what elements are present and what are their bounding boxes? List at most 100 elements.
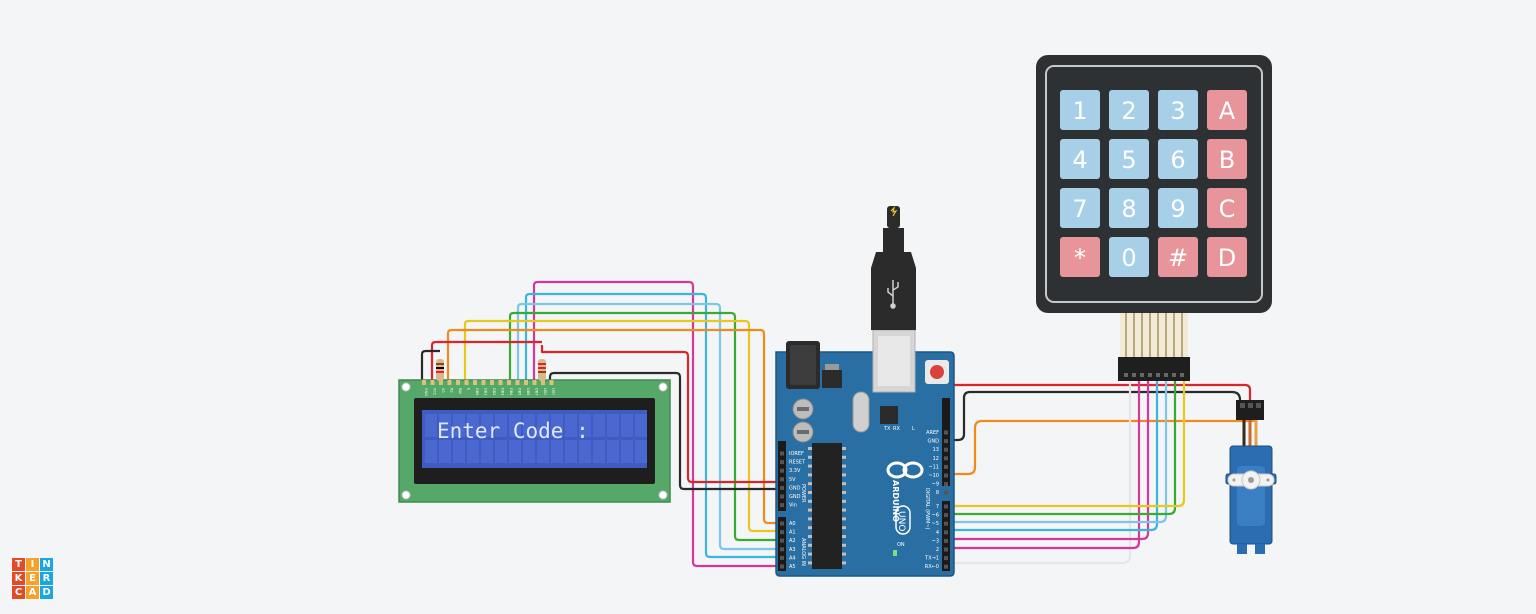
header-pin[interactable]	[944, 564, 948, 569]
usb-cable[interactable]	[871, 206, 916, 330]
header-pin[interactable]	[780, 547, 784, 552]
servo-motor[interactable]	[1225, 400, 1277, 554]
header-pin[interactable]	[780, 538, 784, 543]
lcd-pin[interactable]	[507, 380, 511, 385]
wire-black-lcd-gnd[interactable]	[420, 349, 778, 491]
lcd-pin[interactable]	[498, 380, 503, 385]
wire-keypad-5[interactable]	[948, 380, 1168, 524]
key-2[interactable]: 2	[1109, 90, 1149, 130]
wire-black-servo[interactable]	[947, 390, 1242, 442]
header-pin[interactable]	[944, 464, 948, 469]
key-3[interactable]: 3	[1158, 90, 1198, 130]
pin-label: A1	[789, 530, 796, 536]
header-pin[interactable]	[944, 547, 948, 552]
wire-keypad-4[interactable]	[948, 380, 1159, 532]
header-pin[interactable]	[944, 530, 948, 535]
header-pin[interactable]	[780, 521, 784, 526]
header-pin[interactable]	[780, 468, 784, 473]
resistor-left[interactable]	[436, 359, 444, 381]
lcd-pin[interactable]	[430, 380, 435, 385]
header-pin[interactable]	[780, 555, 784, 560]
header-pin[interactable]	[780, 503, 784, 508]
pin-label: ~11	[928, 464, 939, 470]
header-pin[interactable]	[780, 485, 784, 490]
lcd-pin[interactable]	[481, 380, 486, 385]
lcd-pin[interactable]	[532, 380, 537, 385]
lcd-pin[interactable]	[456, 380, 460, 385]
key-6[interactable]: 6	[1158, 139, 1198, 179]
wire-red-lcd[interactable]	[430, 340, 542, 381]
lcd-cell	[607, 414, 619, 437]
wire-lightblue-lcd[interactable]	[516, 302, 778, 551]
wire-keypad-7[interactable]	[948, 380, 1186, 508]
lcd-cell	[509, 414, 521, 437]
servo-horn[interactable]	[1227, 470, 1275, 490]
wire-keypad-1[interactable]	[948, 380, 1132, 565]
logo-letter: I	[26, 558, 39, 571]
key-4[interactable]: 4	[1060, 139, 1100, 179]
wire-magenta-lcd[interactable]	[532, 280, 778, 568]
key-hash[interactable]: #	[1158, 237, 1198, 277]
header-pin[interactable]	[780, 494, 784, 499]
wire-yellow-lcd[interactable]	[463, 319, 778, 533]
header-pin[interactable]	[944, 504, 948, 509]
resistor-right[interactable]	[538, 359, 546, 381]
key-d[interactable]: D	[1207, 237, 1247, 277]
key-5[interactable]: 5	[1109, 139, 1149, 179]
key-1[interactable]: 1	[1060, 90, 1100, 130]
header-pin[interactable]	[944, 456, 948, 461]
header-pin[interactable]	[944, 482, 948, 487]
key-7[interactable]: 7	[1060, 188, 1100, 228]
lcd-pin[interactable]	[515, 380, 520, 385]
header-pin[interactable]	[944, 473, 948, 478]
key-a[interactable]: A	[1207, 90, 1247, 130]
header-pin[interactable]	[944, 430, 948, 435]
wire-keypad-6[interactable]	[948, 380, 1177, 516]
header-pin[interactable]	[944, 513, 948, 518]
header-pin[interactable]	[944, 490, 948, 495]
wire-cyan-lcd[interactable]	[524, 292, 778, 559]
key-b[interactable]: B	[1207, 139, 1247, 179]
pin-label: GND	[928, 439, 940, 445]
wire-keypad-3[interactable]	[948, 380, 1150, 541]
lcd-pin[interactable]	[473, 380, 477, 385]
header-pin[interactable]	[944, 439, 948, 444]
lcd-pin[interactable]	[541, 380, 545, 385]
header-pin[interactable]	[780, 460, 784, 465]
lcd-pin[interactable]	[439, 380, 443, 385]
arduino-uno-board[interactable]: IOREFRESET3.3V5VGNDGNDVinA0A1A2A3A4A5ARE…	[775, 329, 955, 577]
key-label: 8	[1121, 195, 1136, 223]
key-label: #	[1168, 244, 1188, 272]
lcd-pin[interactable]	[447, 380, 452, 385]
lcd-cell	[551, 440, 563, 463]
pin-label: ~9	[932, 482, 939, 488]
lcd-pin[interactable]	[490, 380, 494, 385]
header-pin[interactable]	[944, 556, 948, 561]
lcd-pin[interactable]	[464, 380, 469, 385]
logo-letter: T	[12, 558, 25, 571]
header-pin[interactable]	[944, 538, 948, 543]
header-pin[interactable]	[780, 477, 784, 482]
wire-keypad-2[interactable]	[948, 380, 1141, 550]
header-pin[interactable]	[780, 451, 784, 456]
key-0[interactable]: 0	[1109, 237, 1149, 277]
key-8[interactable]: 8	[1109, 188, 1149, 228]
lcd-pin[interactable]	[422, 380, 426, 385]
wire-orange-servo[interactable]	[947, 408, 1260, 476]
wire-orange-lcd[interactable]	[446, 328, 778, 525]
pin-label: ~6	[932, 513, 939, 519]
key-star[interactable]: *	[1060, 237, 1100, 277]
header-pin[interactable]	[944, 447, 948, 452]
lcd-pin[interactable]	[524, 380, 528, 385]
header-pin[interactable]	[780, 564, 784, 569]
header-pin[interactable]	[944, 521, 948, 526]
wire-green-lcd[interactable]	[508, 311, 778, 542]
key-c[interactable]: C	[1207, 188, 1247, 228]
header-pin[interactable]	[780, 530, 784, 535]
lcd-pin[interactable]	[549, 380, 554, 385]
key-9[interactable]: 9	[1158, 188, 1198, 228]
